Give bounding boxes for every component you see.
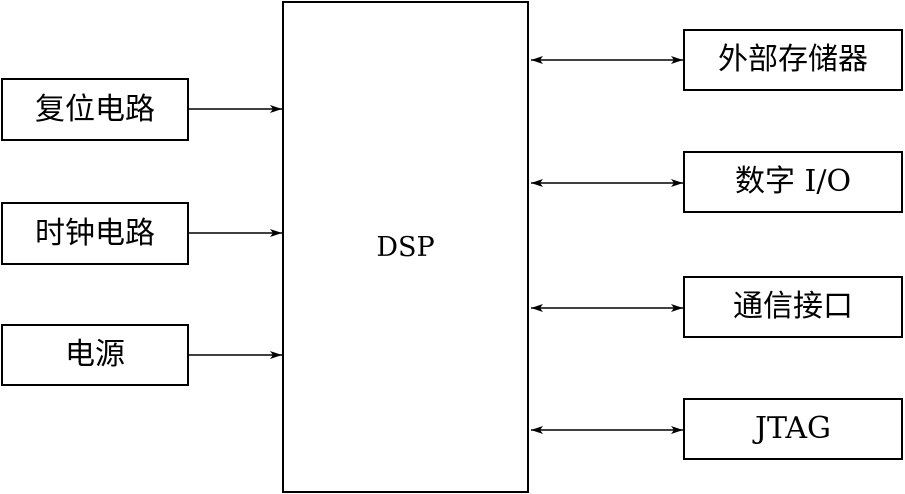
jtag-label: JTAG xyxy=(754,411,832,446)
digital-io-block: 数字 I/O xyxy=(683,151,903,213)
external-memory-label: 外部存储器 xyxy=(718,42,868,77)
power-supply-label: 电源 xyxy=(65,337,125,372)
external-memory-block: 外部存储器 xyxy=(683,29,903,91)
reset-circuit-block: 复位电路 xyxy=(1,78,189,141)
dsp-label: DSP xyxy=(376,231,435,263)
clock-circuit-label: 时钟电路 xyxy=(35,215,155,251)
clock-circuit-block: 时钟电路 xyxy=(1,202,189,265)
power-supply-block: 电源 xyxy=(1,324,189,386)
dsp-block: DSP xyxy=(282,1,529,493)
jtag-block: JTAG xyxy=(683,398,903,460)
reset-circuit-label: 复位电路 xyxy=(35,91,155,127)
comm-interface-block: 通信接口 xyxy=(683,276,903,338)
digital-io-label: 数字 I/O xyxy=(734,164,852,199)
comm-interface-label: 通信接口 xyxy=(733,289,853,324)
